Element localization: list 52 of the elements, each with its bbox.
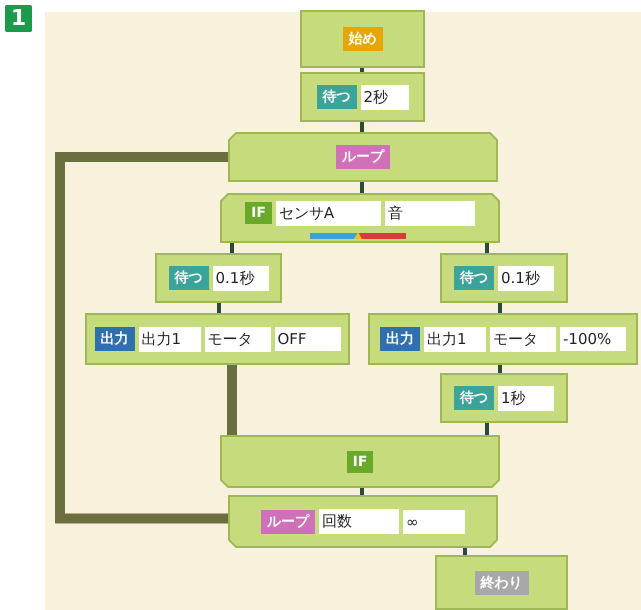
value-field: 音: [384, 200, 475, 226]
connector-joint: [463, 548, 467, 555]
value-field: モータ: [490, 326, 556, 352]
program-block: [440, 373, 568, 423]
program-block: [368, 313, 638, 365]
value-field: 1秒: [498, 386, 554, 410]
value-field: 2秒: [360, 84, 408, 110]
connector-joint: [498, 303, 502, 313]
block-label: 待つ: [454, 386, 494, 410]
step-number: 1: [5, 5, 32, 32]
connector-joint: [485, 243, 489, 253]
value-field: OFF: [274, 327, 340, 351]
connector-joint: [360, 488, 364, 495]
block-label: 終わり: [474, 570, 528, 594]
connector-joint: [485, 423, 489, 435]
value-field: センサA: [276, 200, 381, 226]
value-field: ∞: [403, 510, 465, 534]
value-field: -100%: [560, 327, 626, 351]
block-label: IF: [245, 202, 272, 224]
block-label: 出力: [94, 327, 134, 351]
loop-line: [55, 152, 228, 524]
program-block: [220, 193, 500, 243]
program-block: [300, 72, 425, 122]
program-block: [440, 253, 568, 303]
block-label: ループ: [261, 510, 315, 534]
program-block: [228, 495, 498, 548]
value-field: 出力1: [138, 326, 200, 352]
program-block: [85, 313, 350, 365]
connector-joint: [230, 243, 234, 253]
value-field: モータ: [204, 326, 270, 352]
block-label: 始め: [342, 27, 382, 51]
program-block: [155, 253, 282, 303]
program-block: [228, 132, 498, 182]
value-field: 0.1秒: [212, 266, 268, 290]
block-label: 待つ: [168, 266, 208, 290]
block-label: 出力: [380, 327, 420, 351]
loop-line: [227, 365, 237, 435]
value-field: 出力1: [424, 326, 486, 352]
value-field: 0.1秒: [498, 266, 554, 290]
connector-joint: [360, 122, 364, 132]
program-block: [435, 555, 568, 610]
connector-joint: [217, 303, 221, 313]
program-block: [220, 435, 500, 488]
block-label: 待つ: [316, 85, 356, 109]
block-label: ループ: [336, 145, 390, 169]
value-field: 回数: [319, 509, 399, 534]
connector-joint: [360, 182, 364, 193]
program-block: [300, 10, 425, 68]
connector-joint: [498, 365, 502, 373]
block-label: 待つ: [454, 266, 494, 290]
connector-joint: [360, 68, 364, 72]
block-label: IF: [346, 450, 374, 472]
